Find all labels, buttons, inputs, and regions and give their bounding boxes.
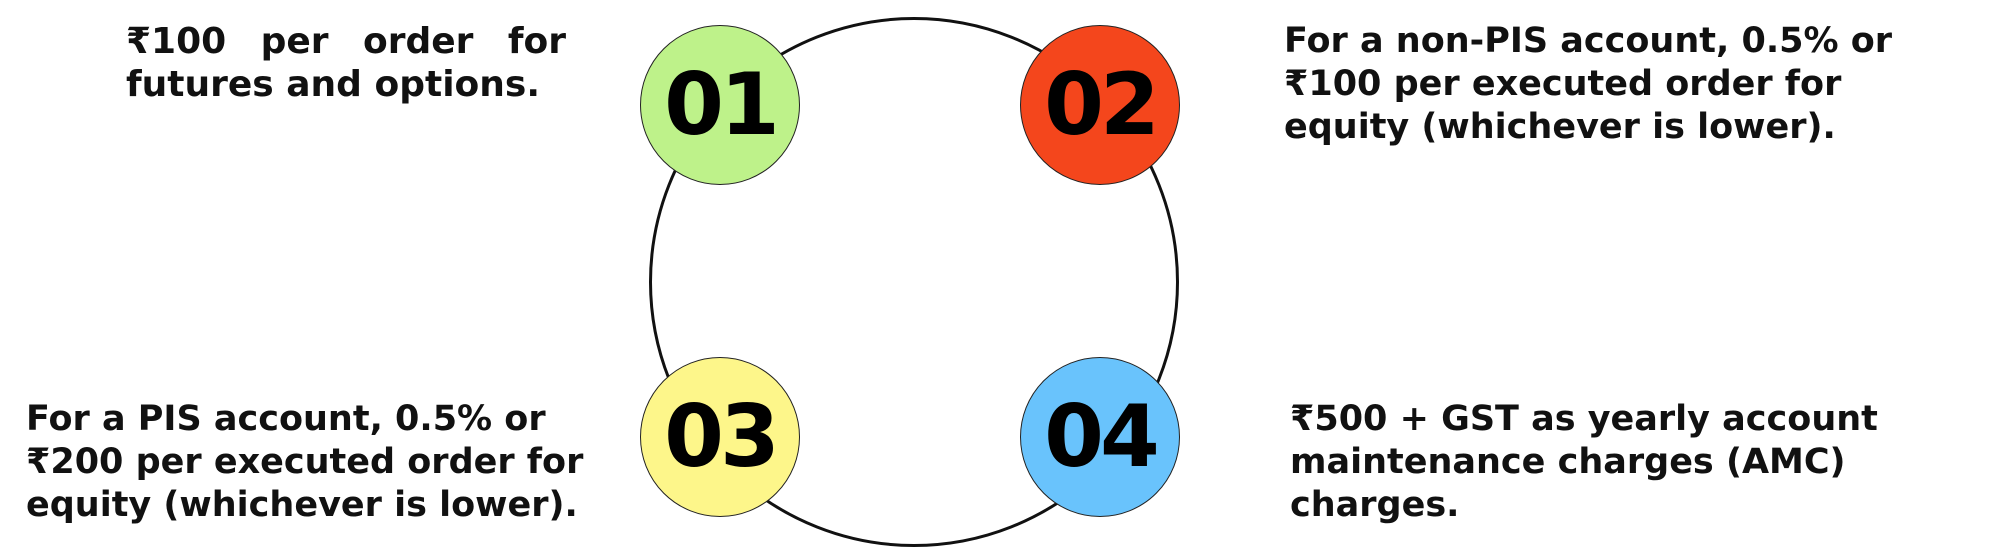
pis-equity-charge-text: For a PIS account, 0.5% or ₹200 per exec… xyxy=(26,399,584,525)
connector-ring xyxy=(649,17,1179,547)
non-pis-equity-charge-text: For a non-PIS account, 0.5% or ₹100 per … xyxy=(1284,21,1893,147)
step-badge-04: 04 xyxy=(1020,357,1180,517)
step-number-01: 01 xyxy=(664,55,780,155)
step-number-03: 03 xyxy=(664,387,780,487)
fo-order-charge-text: ₹100 per order for futures and options. xyxy=(126,21,566,105)
step-badge-02: 02 xyxy=(1020,25,1180,185)
step-number-02: 02 xyxy=(1044,55,1160,155)
step-badge-03: 03 xyxy=(640,357,800,517)
step-number-04: 04 xyxy=(1044,387,1160,487)
amc-charge-text: ₹500 + GST as yearly account maintenance… xyxy=(1290,399,1878,525)
step-badge-01: 01 xyxy=(640,25,800,185)
